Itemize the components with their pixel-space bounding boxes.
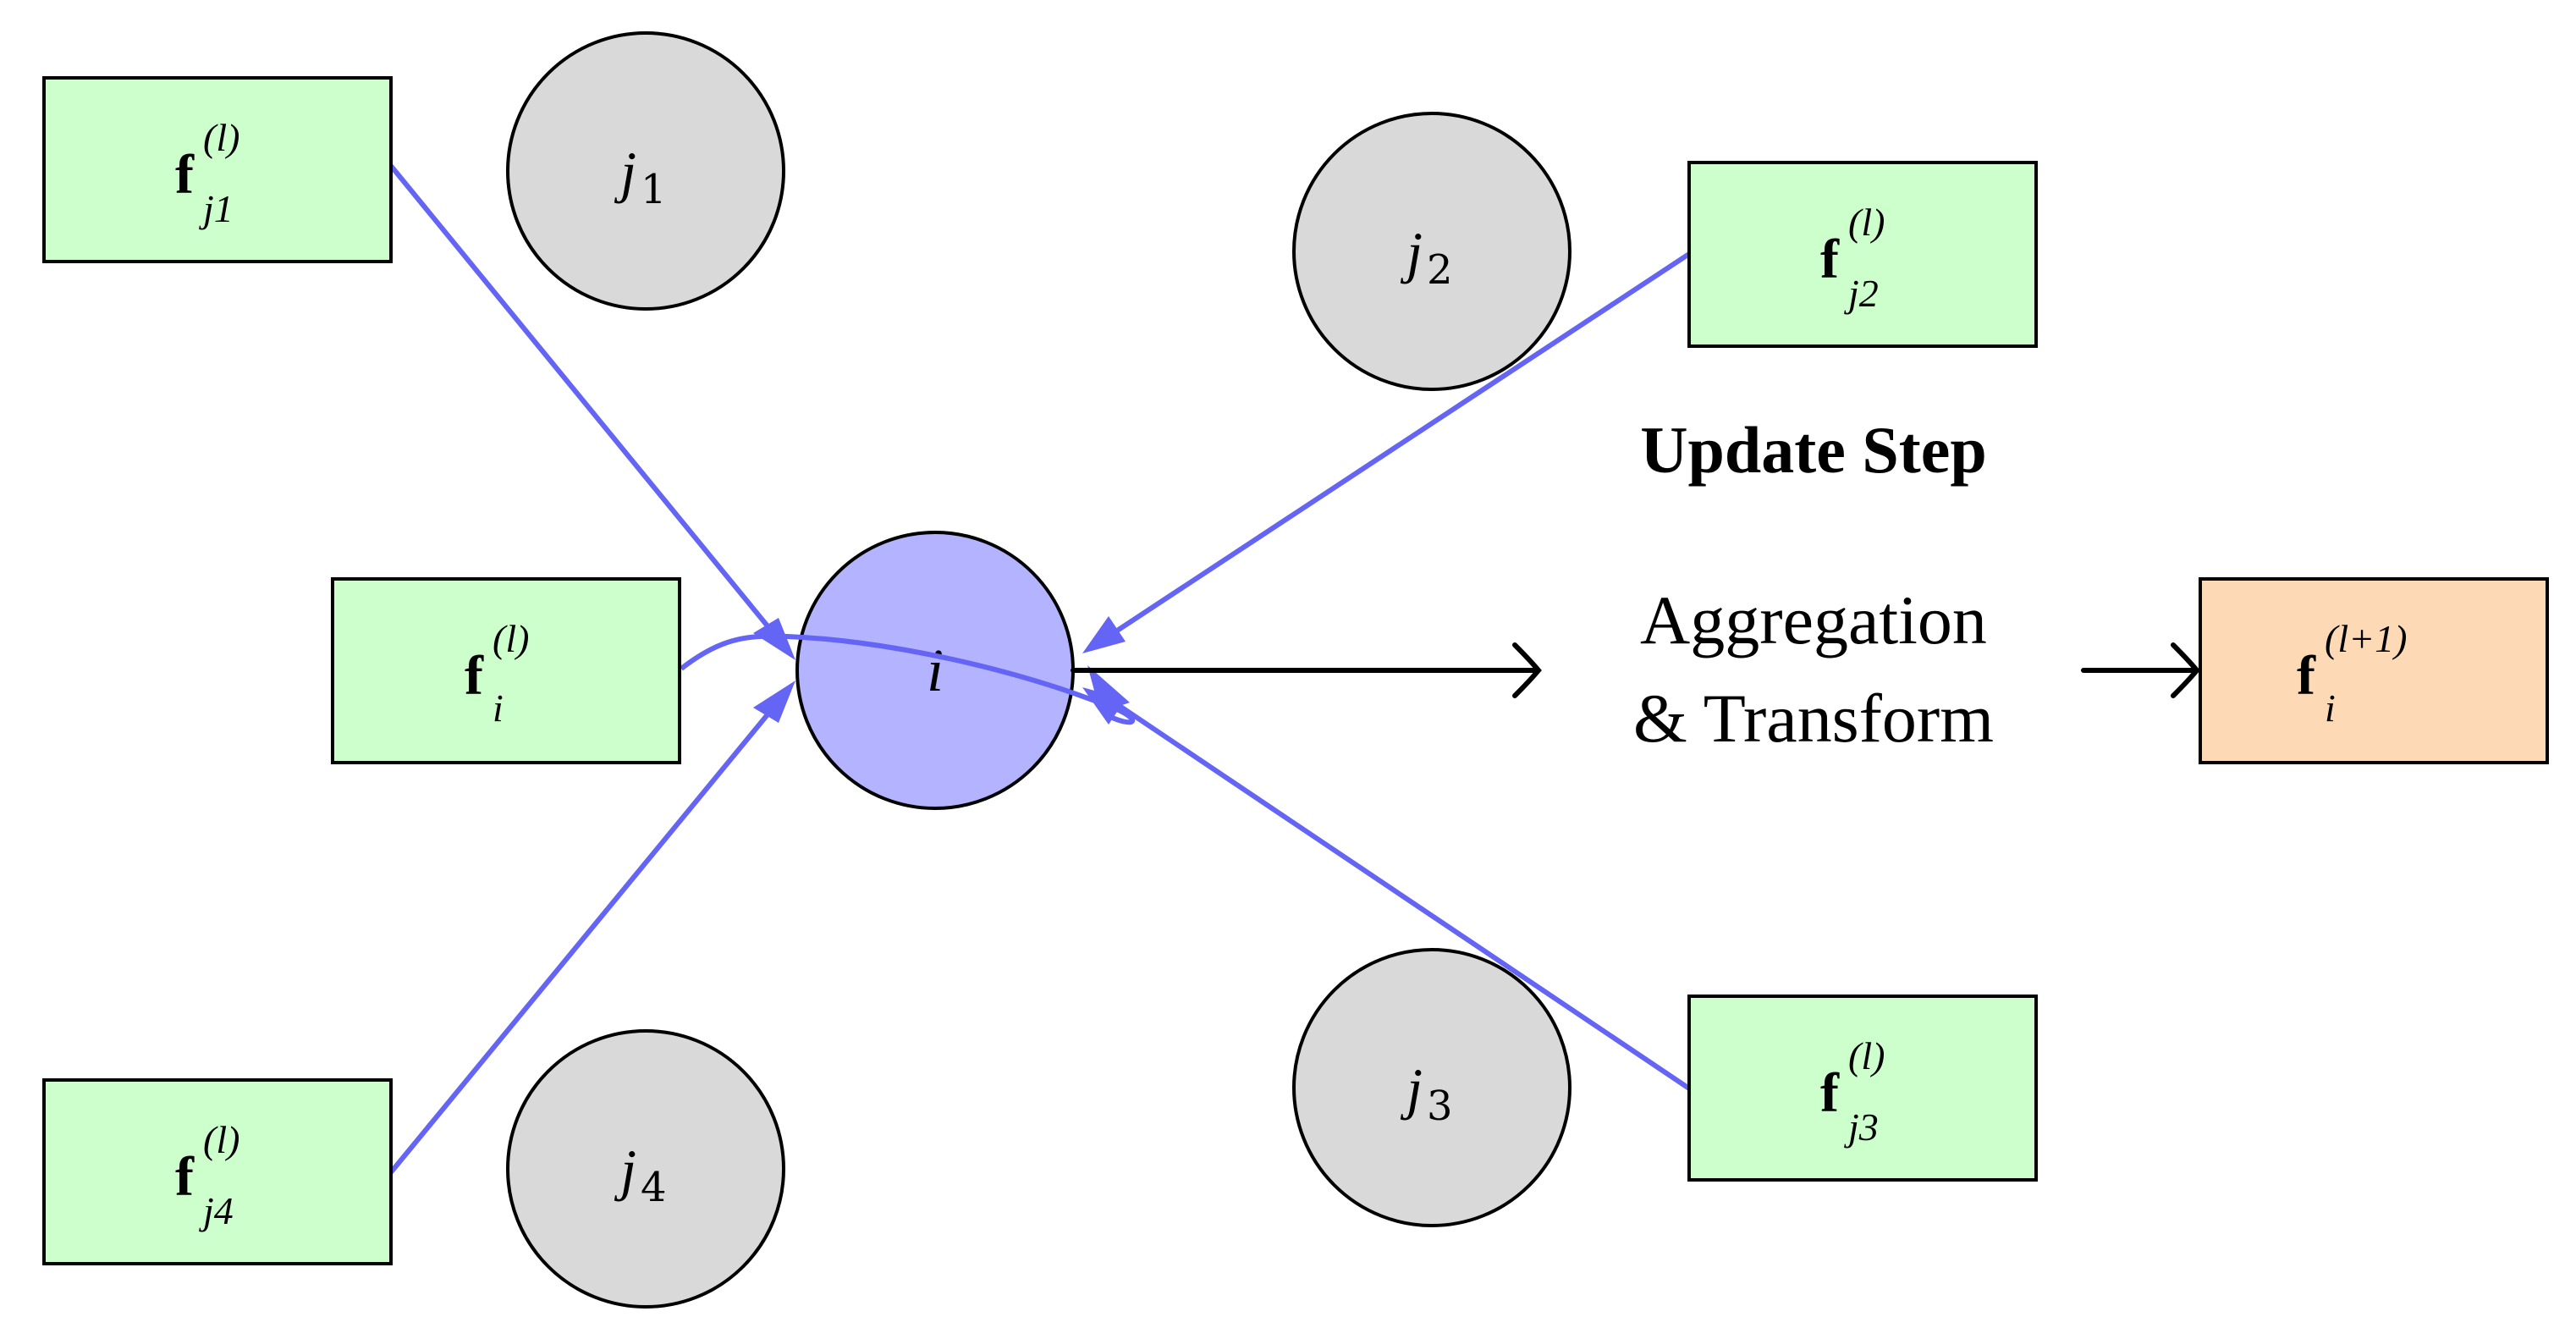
node-j4: j 4	[506, 1029, 785, 1309]
feature-j4-base: f	[175, 1146, 195, 1208]
update-arrows	[1071, 642, 2200, 698]
feature-j2-base: f	[1820, 229, 1840, 290]
feature-self-base: f	[465, 645, 484, 707]
node-j2: j 2	[1292, 112, 1571, 391]
feature-box-j4: f (l) j4	[42, 1078, 393, 1265]
arrow-update-to-output-head	[2171, 642, 2200, 698]
node-j1-sub: 1	[641, 166, 667, 213]
feature-box-j3: f (l) j3	[1687, 995, 2038, 1182]
feature-j2-sub: j2	[1844, 272, 1879, 315]
update-step-line2: & Transform	[1633, 680, 1994, 757]
output-sub: i	[2325, 686, 2336, 730]
node-j1: j 1	[506, 31, 785, 311]
arrowhead-j2	[1082, 616, 1126, 653]
output-sup: (l+1)	[2325, 617, 2407, 660]
feature-j1-base: f	[175, 144, 195, 206]
arrowhead-j4	[753, 681, 795, 723]
feature-j1-sub: j1	[199, 187, 234, 230]
node-j2-sub: 2	[1427, 246, 1453, 294]
edge-j3-to-i	[1103, 693, 1691, 1091]
feature-j2-sup: (l)	[1848, 201, 1885, 244]
message-edges	[388, 164, 1691, 1174]
arrowhead-j1	[753, 618, 795, 660]
feature-box-j1: f (l) j1	[42, 76, 393, 263]
node-j3-sub: 3	[1427, 1083, 1453, 1130]
output-box: f (l+1) i	[2199, 577, 2549, 764]
message-arrowheads	[753, 616, 1130, 725]
feature-box-j2: f (l) j2	[1687, 161, 2038, 348]
node-j4-sub: 4	[641, 1164, 667, 1211]
feature-box-self: f (l) i	[331, 577, 681, 764]
feature-j1-sup: (l)	[203, 116, 239, 159]
edge-self-loop	[680, 633, 1136, 725]
node-center-i: i	[795, 531, 1075, 810]
feature-j4-sup: (l)	[203, 1118, 239, 1161]
edge-j4-to-i	[388, 697, 783, 1174]
arrowhead-self	[1087, 665, 1130, 713]
node-center-label: i	[927, 636, 944, 704]
update-step-line1: Aggregation	[1640, 581, 1987, 658]
edge-j2-to-i	[1103, 251, 1691, 642]
feature-j3-sup: (l)	[1848, 1034, 1885, 1077]
feature-self-sub: i	[493, 686, 504, 730]
node-j3: j 3	[1292, 948, 1571, 1227]
feature-j3-base: f	[1820, 1062, 1840, 1124]
update-step-title: Update Step	[1640, 413, 1987, 487]
feature-self-sup: (l)	[493, 617, 529, 660]
feature-j3-sub: j3	[1844, 1105, 1879, 1149]
output-base: f	[2297, 645, 2316, 707]
edge-j1-to-i	[388, 164, 783, 643]
arrow-center-to-update-head	[1512, 642, 1542, 698]
feature-j4-sub: j4	[199, 1189, 234, 1232]
